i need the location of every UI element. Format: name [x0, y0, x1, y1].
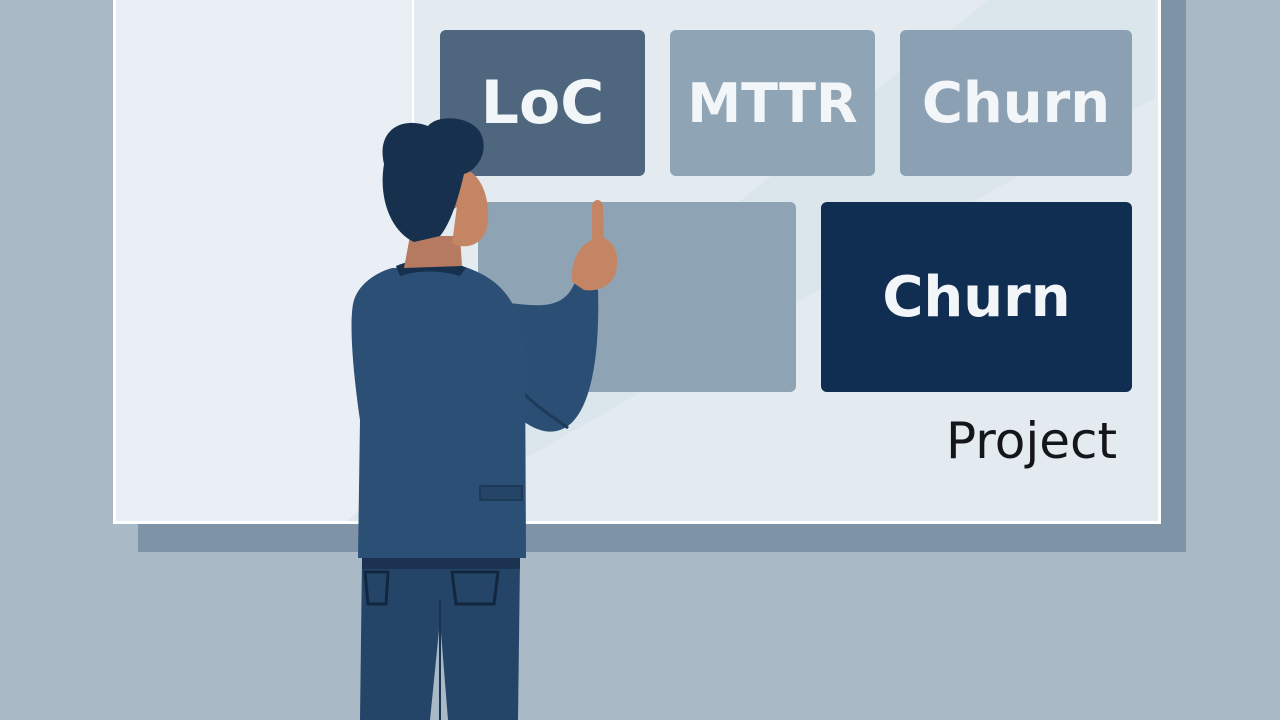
- metric-tile-loc: LoC: [440, 30, 645, 176]
- metric-tile-churn: Churn: [900, 30, 1132, 176]
- metric-tile-blank: [478, 202, 796, 392]
- metric-tile-label: Churn: [921, 70, 1111, 136]
- board-caption: Project: [946, 412, 1118, 470]
- metric-tile-label: Churn: [882, 264, 1071, 330]
- metric-tile-label: MTTR: [687, 71, 858, 135]
- metric-tile-label: LoC: [480, 68, 605, 138]
- metric-tile-churn-highlighted: Churn: [821, 202, 1132, 392]
- metric-tile-mttr: MTTR: [670, 30, 875, 176]
